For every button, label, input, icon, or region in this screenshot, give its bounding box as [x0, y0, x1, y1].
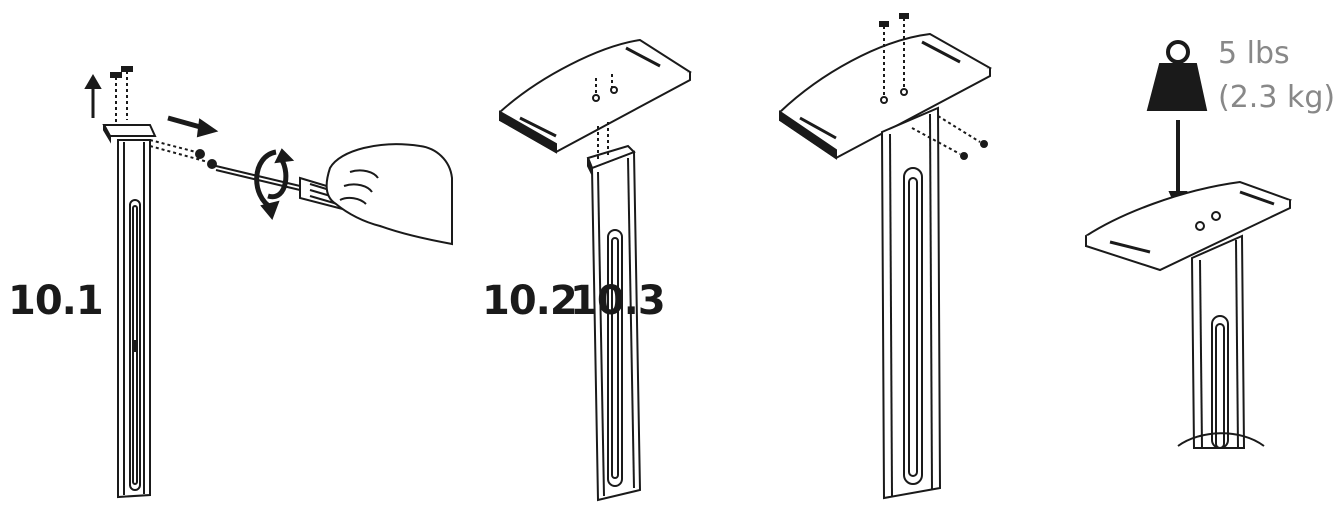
weight-icon: [1146, 40, 1208, 111]
rotate-icon: [254, 148, 295, 220]
platform-top-assembled: [779, 13, 992, 160]
step-10-2-illustration: [499, 38, 692, 502]
upright-post-2: [586, 122, 642, 502]
step-label-10-1-text: 10.1: [8, 278, 104, 324]
weight-lbs-text: 5 lbs: [1218, 36, 1290, 71]
platform-top: [499, 38, 692, 154]
arrow-right-icon: [167, 115, 219, 138]
step-label-10-2-text: 10.2: [482, 278, 578, 324]
top-screws: [110, 66, 133, 122]
platform-loaded: [1085, 180, 1293, 272]
step-10-1-illustration: [84, 66, 453, 499]
weight-kg-text: (2.3 kg): [1218, 80, 1336, 115]
side-screws: [149, 139, 217, 169]
step-label-10-3-text: 10.3: [570, 278, 666, 324]
upright-post-4: [1177, 234, 1265, 449]
step-10-3-illustration: [779, 13, 992, 500]
arrow-up-icon: [84, 74, 102, 118]
bracket-tab: [102, 124, 157, 144]
weight-step-illustration: [1085, 40, 1293, 449]
upright-post-3: [880, 106, 988, 500]
hand-icon: [325, 143, 453, 246]
upright-post-1: [117, 139, 151, 499]
